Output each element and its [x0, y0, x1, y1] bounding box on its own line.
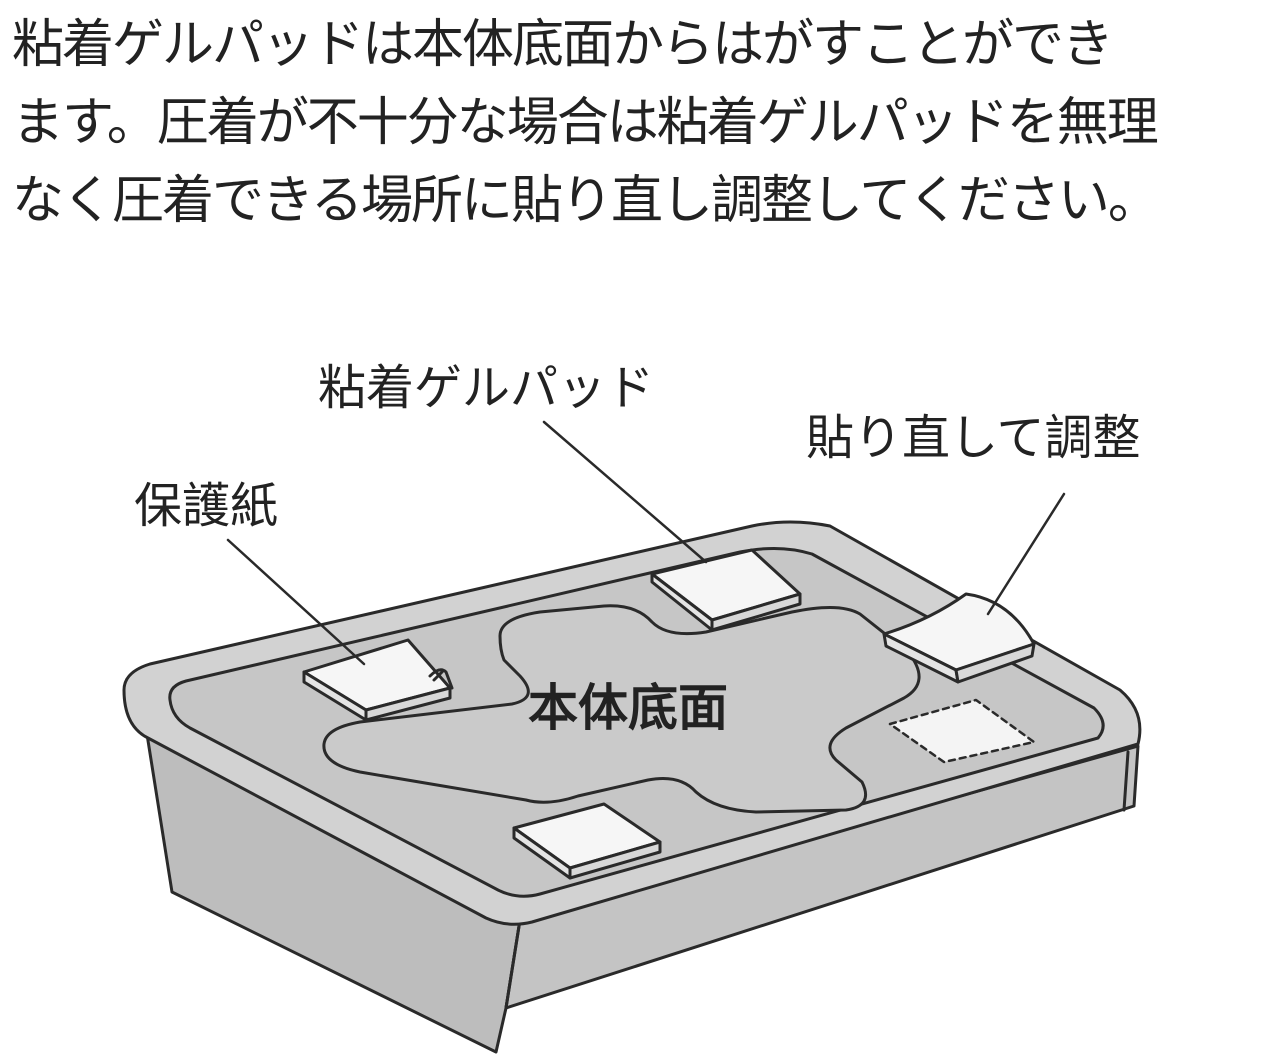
- instruction-line-3: なく圧着できる場所に貼り直し調整してください。: [12, 171, 1160, 231]
- instruction-text: 粘着ゲルパッドは本体底面からはがすことができ ます。圧着が不十分な場合は粘着ゲル…: [12, 6, 1274, 240]
- label-reattach: 貼り直して調整: [806, 410, 1141, 466]
- leader-line-protective-paper: [226, 538, 366, 666]
- instruction-line-2: ます。圧着が不十分な場合は粘着ゲルパッドを無理: [12, 93, 1159, 153]
- label-protective-paper: 保護紙: [134, 478, 279, 534]
- leader-line-gel-pad: [542, 420, 708, 564]
- label-body-bottom: 本体底面: [528, 679, 728, 737]
- label-gel-pad: 粘着ゲルパッド: [318, 360, 655, 416]
- pad-removed-outline: [888, 698, 1036, 764]
- device-center-area: [322, 604, 921, 814]
- leader-line-reattach: [986, 492, 1066, 616]
- instruction-line-1: 粘着ゲルパッドは本体底面からはがすことができ: [12, 15, 1114, 75]
